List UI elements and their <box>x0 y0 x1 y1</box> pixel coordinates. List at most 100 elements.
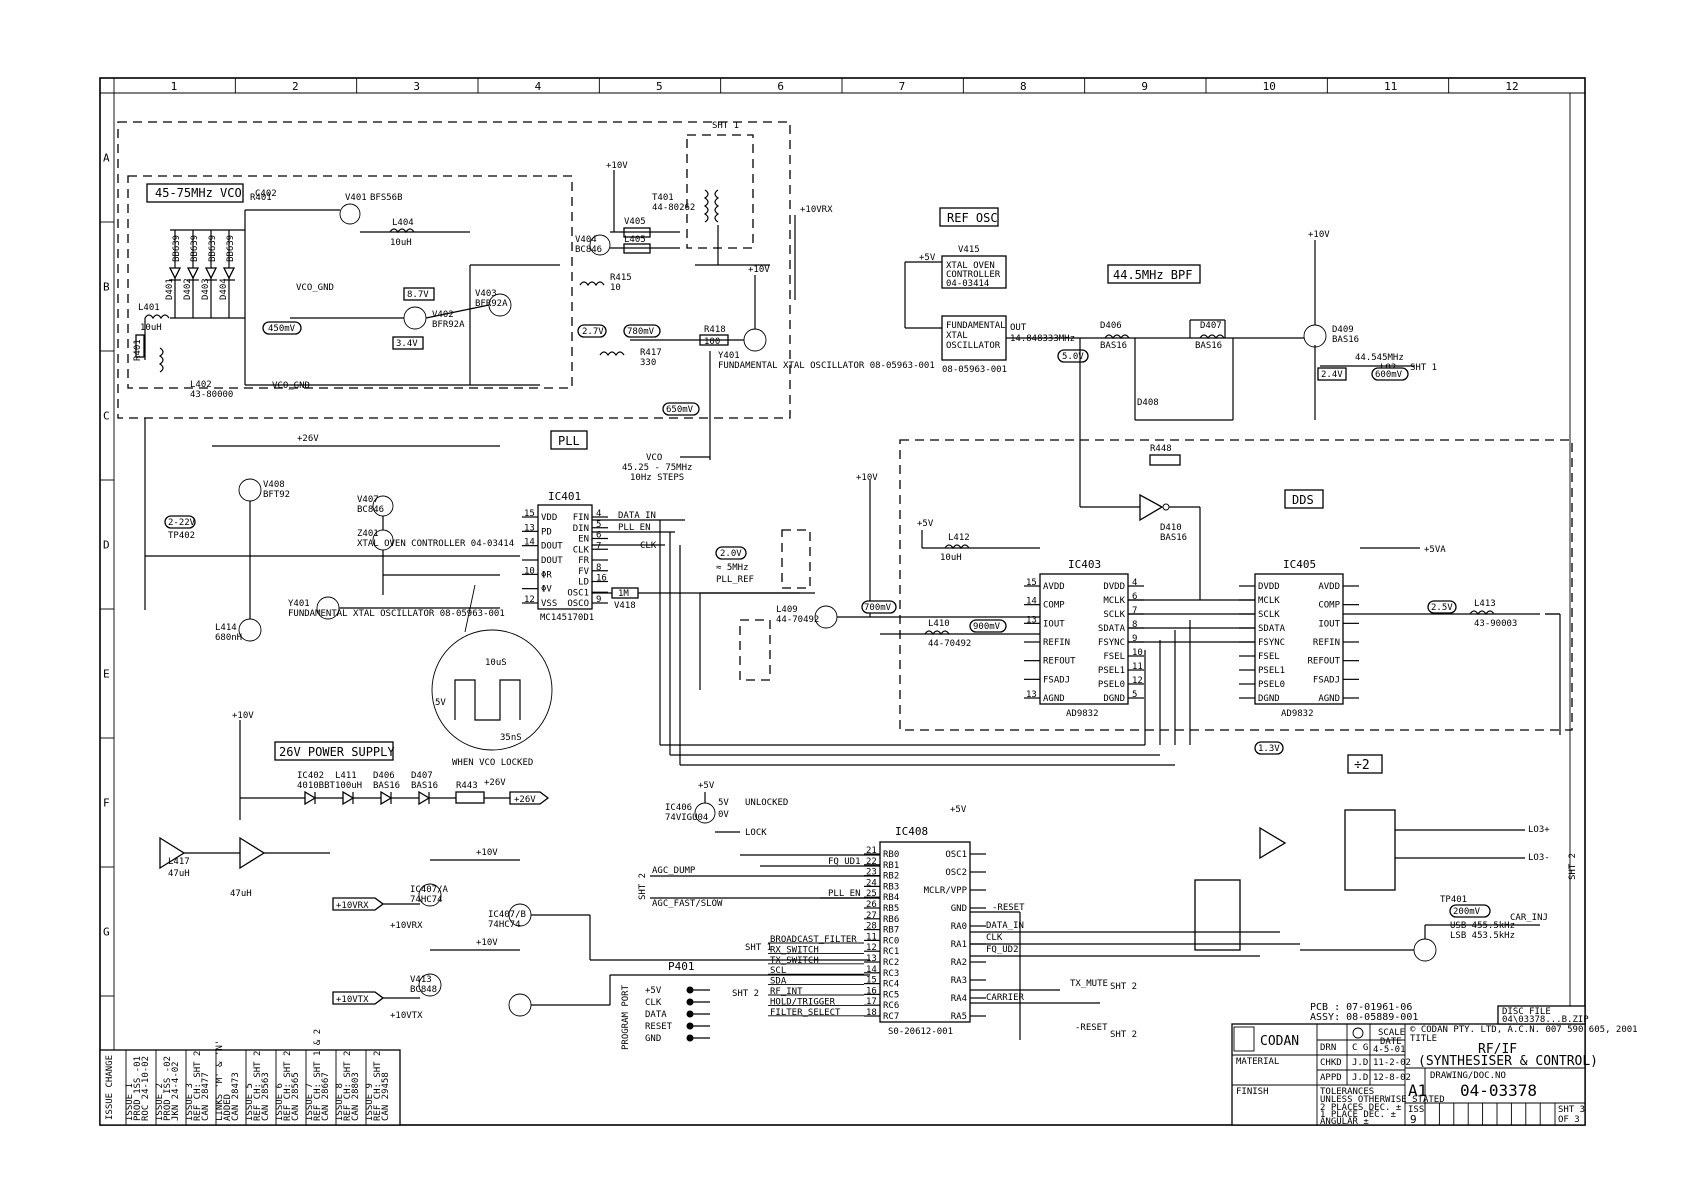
v404-transistor <box>589 234 611 256</box>
v406-value: BFT92 <box>263 490 290 500</box>
v10vrx-net: +10VRX <box>390 921 423 931</box>
ic-pin-name: OSCO <box>567 599 589 609</box>
v418-transistor <box>508 993 532 1017</box>
ic407a-flipflop <box>1344 809 1396 891</box>
ic-pin-name: MCLK <box>1103 596 1125 606</box>
ic-pin-number: 22 <box>866 857 877 867</box>
y401-line4: 08-05963-001 <box>942 365 1007 375</box>
issue-change-entry: ISSUE 1 <box>125 1083 135 1121</box>
port-pin-dot <box>686 986 694 994</box>
v10v-label-6: +10V <box>476 848 498 858</box>
pll-ref-label: PLL_REF <box>716 575 754 585</box>
ic-pin-name: REFIN <box>1313 638 1340 648</box>
v409-value: XTAL OVEN CONTROLLER 04-03414 <box>357 539 514 549</box>
diode-ref: D407 <box>411 771 433 781</box>
ic408-pins: RB021RB122RB223RB324RB425RB526RB627RB728… <box>864 846 986 1022</box>
l417-value: 43-90003 <box>1474 619 1517 629</box>
ic-pin-name: PSEL1 <box>1258 666 1285 676</box>
diode-value: 4010BBT <box>297 781 336 791</box>
t401-outline <box>686 134 754 249</box>
tolerances-line3: 1 PLACE DEC. ± <box>1320 1110 1396 1120</box>
t401-transformer <box>703 189 709 223</box>
sht2-label-ic408: SHT 2 <box>732 989 759 999</box>
car-inj-label: CAR_INJ <box>1510 913 1548 923</box>
level-1-3v: 1.3V <box>1258 744 1280 754</box>
scale-label: SCALE <box>1378 1028 1405 1038</box>
when-vco-locked: WHEN VCO LOCKED <box>452 758 533 768</box>
program-port-pin: RESET <box>645 1022 673 1032</box>
issue-change-entry: CAN 28563 <box>261 1072 271 1121</box>
ic-pin-number: 14 <box>524 538 535 548</box>
rectifier-diode-icon <box>304 790 317 806</box>
finish-label: FINISH <box>1236 1087 1269 1097</box>
issue-change-entry: ADDED <box>223 1094 233 1121</box>
sht1-label-ic408: SHT 1 <box>745 943 772 953</box>
if-frequency: 44.545MHz <box>1355 353 1404 363</box>
ic-pin-number: 13 <box>1026 690 1037 700</box>
v405-value: FUNDAMENTAL XTAL OSCILLATOR 08-05963-001 <box>718 361 935 371</box>
ic408-clk: CLK <box>986 933 1003 943</box>
issue-change-entry: REF CH: SHT 2 <box>253 1051 263 1121</box>
issue-change-entry: CAN 29458 <box>381 1072 391 1121</box>
level-5-0v: 5.0V <box>1062 352 1084 362</box>
level-450mv: 450mV <box>268 324 296 334</box>
lock-waveform <box>454 679 521 721</box>
y401-line3: OSCILLATOR <box>946 341 1001 351</box>
ic-pin-name: RB4 <box>883 893 899 903</box>
ic408-signal-label: HOLD/TRIGGER <box>770 997 836 1007</box>
fq-ud1-label: FQ_UD1 <box>828 857 861 867</box>
diode-value: BAS16 <box>373 781 400 791</box>
ic-pin-number: 21 <box>866 846 877 856</box>
v407-ref: L414 <box>215 623 237 633</box>
date-label: DATE <box>1380 1037 1402 1047</box>
v416-ref: IC407/B <box>488 910 526 920</box>
ic-pin-name: RA4 <box>951 994 967 1004</box>
ic401-part: MC145170D1 <box>540 613 594 623</box>
port-pin-dot <box>686 1034 694 1042</box>
ic408-part: S0-20612-001 <box>888 1027 953 1037</box>
l401-inductor <box>144 314 170 320</box>
ic-pin-name: VSS <box>541 599 557 609</box>
range-2-22v: 2-22V <box>168 518 196 528</box>
r434-value: 1M <box>618 589 629 599</box>
pulse-amplitude: 5V <box>435 698 446 708</box>
v404-ref: V404 <box>575 235 597 245</box>
ic-pin-name: FSADJ <box>1043 675 1070 685</box>
level-650mv: 650mV <box>666 405 694 415</box>
ic-pin-number: 9 <box>596 595 601 605</box>
level-2-4v: 2.4V <box>1321 370 1343 380</box>
t401-value: 44-80262 <box>652 203 695 213</box>
row-label: A <box>103 152 110 165</box>
diode-ref: IC402 <box>297 771 324 781</box>
ic-pin-name: IOUT <box>1318 619 1340 629</box>
rectifier-diode-icon <box>342 790 355 806</box>
ic405-pins: DVDDMCLKSCLKSDATAFSYNCFSELPSEL1PSEL0DGND… <box>1239 582 1359 704</box>
material-label: MATERIAL <box>1236 1057 1279 1067</box>
r417-ref: R418 <box>704 325 726 335</box>
r401-ref: R401 <box>133 339 143 361</box>
diode-value: 100uH <box>335 781 362 791</box>
r414-ref: V405 <box>624 217 646 227</box>
disc-file-label: DISC FILE <box>1502 1007 1551 1017</box>
column-label: 5 <box>656 80 663 93</box>
v405-transistor <box>743 328 767 352</box>
vco-gnd-label-1: VCO_GND <box>272 381 310 391</box>
issue-change-entry: JKN 24-4-02 <box>171 1061 181 1121</box>
ic-pin-name: FSEL <box>1103 652 1125 662</box>
issue-change-entry: CAN 28565 <box>291 1072 301 1121</box>
ic-pin-name: FSADJ <box>1313 675 1340 685</box>
v412-ref: D409 <box>1332 325 1354 335</box>
v403-ref: V403 <box>475 289 497 299</box>
v10vrx-port <box>332 897 385 911</box>
program-port-pin: CLK <box>645 998 662 1008</box>
ic-pin-name: RA0 <box>951 922 967 932</box>
v10vtx-net: +10VTX <box>390 1011 423 1021</box>
ic-pin-name: RB6 <box>883 915 899 925</box>
v407-transistor <box>238 618 262 642</box>
ic-pin-name: FSYNC <box>1098 638 1125 648</box>
v409-ref: Z401 <box>357 529 379 539</box>
tolerances-label: TOLERANCES <box>1320 1087 1374 1097</box>
pll-en-label-ic408: PLL_EN <box>828 889 861 899</box>
